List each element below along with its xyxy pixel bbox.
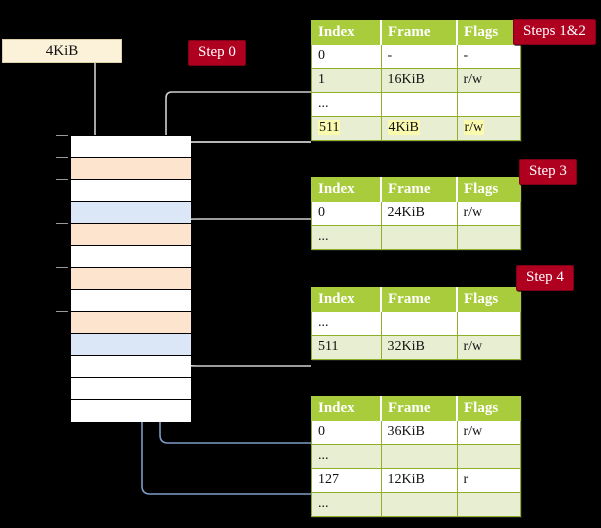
cell-index: ... xyxy=(311,92,382,117)
cell-flags xyxy=(456,444,521,469)
cell-index: 1 xyxy=(311,68,382,93)
column-header-flags: Flags xyxy=(456,177,521,202)
memory-tick xyxy=(56,267,68,268)
highlighted-value: 4KiB xyxy=(387,120,420,135)
cell-flags: - xyxy=(456,44,521,69)
column-header-flags: Flags xyxy=(456,20,521,45)
cell-frame: 4KiB xyxy=(380,116,458,141)
column-header-flags: Flags xyxy=(456,287,521,312)
memory-tick xyxy=(56,179,68,180)
cell-index: ... xyxy=(311,492,382,517)
table-row[interactable]: ... xyxy=(311,92,521,117)
cell-flags: r/w xyxy=(456,116,521,141)
cell-flags: r/w xyxy=(456,201,521,226)
column-header-index: Index xyxy=(311,177,382,202)
memory-tick xyxy=(56,135,68,136)
memory-frame-row xyxy=(71,334,191,356)
virtual-page-box: 4KiB xyxy=(2,39,122,63)
cell-index: ... xyxy=(311,444,382,469)
memory-frame-row xyxy=(71,224,191,246)
badge-step4: Step 4 xyxy=(516,265,574,291)
memory-frame-row xyxy=(71,202,191,224)
table-row[interactable]: ... xyxy=(311,311,521,336)
memory-tick xyxy=(56,223,68,224)
memory-frame-row xyxy=(71,136,191,158)
badge-step0: Step 0 xyxy=(188,40,246,66)
cell-flags xyxy=(456,225,521,250)
cell-frame xyxy=(380,92,458,117)
column-header-frame: Frame xyxy=(380,396,458,421)
cell-flags xyxy=(456,92,521,117)
highlighted-value: r/w xyxy=(463,120,485,135)
memory-frame-row xyxy=(71,378,191,400)
cell-flags: r xyxy=(456,468,521,493)
cell-frame: - xyxy=(380,44,458,69)
cell-index: 511 xyxy=(311,335,382,360)
cell-frame xyxy=(380,225,458,250)
table-row[interactable]: 511 4KiB r/w xyxy=(311,116,521,141)
memory-frame-row xyxy=(71,158,191,180)
virtual-page-label: 4KiB xyxy=(45,43,79,59)
wire-pd-out xyxy=(168,310,311,367)
memory-frame-row xyxy=(71,246,191,268)
column-header-frame: Frame xyxy=(380,20,458,45)
wire-pml4-hook xyxy=(168,141,311,154)
cell-index: ... xyxy=(311,311,382,336)
table-row[interactable]: ... xyxy=(311,444,521,469)
cell-flags xyxy=(456,311,521,336)
highlighted-value: 511 xyxy=(318,120,341,135)
column-header-frame: Frame xyxy=(380,287,458,312)
cell-frame: 12KiB xyxy=(380,468,458,493)
memory-frame-row xyxy=(71,180,191,202)
cell-frame xyxy=(380,311,458,336)
table-row[interactable]: 0-- xyxy=(311,44,521,69)
memory-frame-row xyxy=(71,290,191,312)
cell-index: 0 xyxy=(311,44,382,69)
column-header-index: Index xyxy=(311,396,382,421)
cell-index: 127 xyxy=(311,468,382,493)
cell-flags: r/w xyxy=(456,420,521,445)
memory-tick xyxy=(56,311,68,312)
column-header-index: Index xyxy=(311,20,382,45)
memory-frame-row xyxy=(71,268,191,290)
cell-flags: r/w xyxy=(456,335,521,360)
cell-frame: 24KiB xyxy=(380,201,458,226)
table-row[interactable]: ... xyxy=(311,492,521,517)
cell-frame xyxy=(380,444,458,469)
memory-frame-row xyxy=(71,400,191,422)
wire-pdp-out xyxy=(175,218,311,266)
cell-index: ... xyxy=(311,225,382,250)
column-header-frame: Frame xyxy=(380,177,458,202)
cell-frame: 16KiB xyxy=(380,68,458,93)
memory-frame-row xyxy=(71,356,191,378)
cell-index: 0 xyxy=(311,201,382,226)
memory-frame-row xyxy=(71,312,191,334)
badge-steps12: Steps 1&2 xyxy=(513,19,596,45)
cell-flags: r/w xyxy=(456,68,521,93)
cell-frame: 36KiB xyxy=(380,420,458,445)
badge-step3: Step 3 xyxy=(519,159,577,185)
memory-tick xyxy=(56,157,68,158)
cell-frame xyxy=(380,492,458,517)
column-header-flags: Flags xyxy=(456,396,521,421)
physical-memory-column xyxy=(70,135,191,422)
table-row[interactable]: ... xyxy=(311,225,521,250)
column-header-index: Index xyxy=(311,287,382,312)
cell-frame: 32KiB xyxy=(380,335,458,360)
cell-flags xyxy=(456,492,521,517)
cell-index: 511 xyxy=(311,116,382,141)
cell-index: 0 xyxy=(311,420,382,445)
